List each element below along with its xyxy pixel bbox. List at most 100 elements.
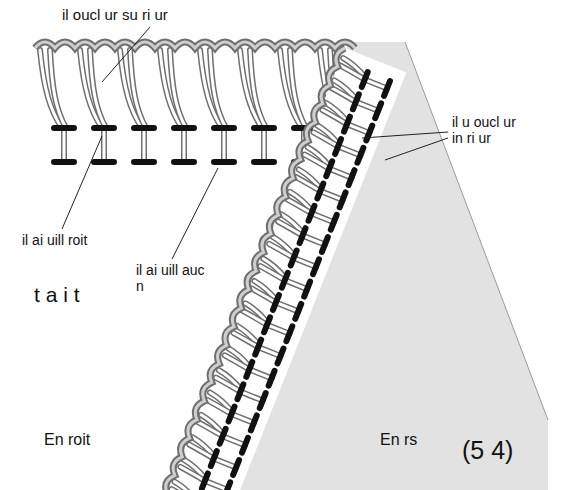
leader-line [385,138,448,160]
fabric-edge [405,42,548,420]
thread [234,333,259,347]
thread-outline [285,280,307,289]
needle-stitch [54,159,74,165]
thread-outline [303,236,325,245]
needle-stitch [375,103,381,118]
thread-outline [171,489,196,490]
thread [170,50,186,128]
thread-outline [232,414,254,423]
thread-outline [214,459,236,468]
needle-stitch [322,237,328,252]
thread-label: il oucl ur su ri ur [62,6,222,23]
stitch-group [35,42,406,490]
thread [267,325,289,334]
thread [287,199,312,213]
thread-outline [170,50,186,128]
thread [223,436,245,445]
thread-outline [320,191,342,200]
needle-stitch [264,317,270,332]
thread [249,369,271,378]
needle-stitch [254,159,274,165]
thread [269,244,294,258]
thread [285,280,307,289]
needle-stitch [304,282,310,297]
thread-label: il ai uill roit [22,232,94,248]
thread [216,378,241,392]
thread [210,50,226,128]
thread-outline [287,199,312,213]
thread-outline [198,422,223,436]
leader-line [102,27,150,82]
thread [174,482,196,490]
thread [340,65,365,79]
looper-edge [35,42,355,48]
thread [171,489,196,490]
thread-outline [240,392,262,401]
thread-outline [221,128,227,162]
thread-label: t a i t [34,283,134,307]
thread-outline [329,169,351,178]
needle-stitch [134,125,154,131]
needle-stitch [251,415,257,430]
needle-stitch [255,340,261,355]
needle-stitch [94,159,114,165]
thread [258,347,280,356]
thread-label: il u oucl ur in ri ur [452,114,518,146]
needle-stitch [134,159,154,165]
thread-outline [225,355,250,369]
thread [225,355,250,369]
thread [347,124,369,133]
thread [314,132,339,146]
thread-outline [260,266,285,280]
thread-outline [205,481,227,490]
needle-stitch [174,125,194,131]
needle-stitch [344,117,350,132]
thread [198,422,223,436]
needle-stitch [246,362,252,377]
thread-outline [251,288,276,302]
thread-outline [294,258,316,267]
needle-stitch [220,429,226,444]
thread [290,50,306,128]
thread-outline [189,445,214,459]
thread-outline [90,50,106,128]
thread-outline [314,132,339,146]
thread-outline [278,222,303,236]
needle-stitch [202,473,208,488]
thread [365,80,387,89]
needle-stitch [282,273,288,288]
thread [223,128,226,162]
thread [329,169,351,178]
needle-stitch [229,407,235,422]
needle-stitch [335,139,341,154]
thread [320,191,342,200]
thread [180,467,205,481]
thread-outline [141,128,147,162]
needle-stitch [326,161,332,176]
thread [130,50,146,128]
needle-stitch [340,192,346,207]
thread-outline [223,436,245,445]
thread [303,236,325,245]
needle-stitch [254,125,274,131]
thread [331,88,356,102]
needle-stitch [278,349,284,364]
thread [305,155,330,169]
thread-outline [305,155,330,169]
thread-outline [210,50,226,128]
thread-outline [216,378,241,392]
thread-outline [356,102,378,111]
leader-line [62,136,102,229]
needle-stitch [308,206,314,221]
thread [189,445,214,459]
needle-stitch [94,125,114,131]
needle-stitch [291,250,297,265]
needle-stitch [54,125,74,131]
thread [205,481,227,490]
needle-stitch [295,304,301,319]
thread-label: En rs [380,431,460,449]
thread-outline [207,400,232,414]
thread [183,128,186,162]
needle-stitch [300,228,306,243]
